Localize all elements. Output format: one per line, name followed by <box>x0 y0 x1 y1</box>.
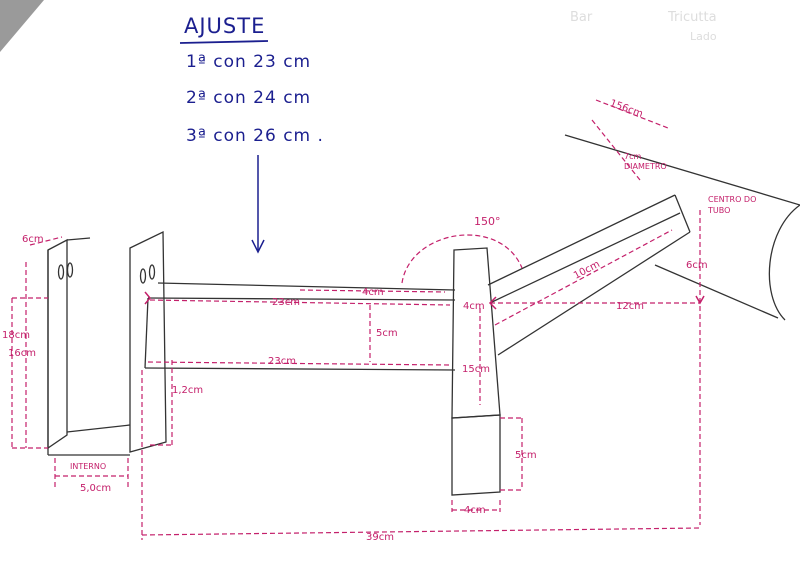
note-line-3: 3ª con 26 cm . <box>186 126 324 146</box>
dim-horizontal-to-tube: 12cm <box>616 301 644 312</box>
dim-tube-diameter: 7cm DIAMETRO <box>624 152 667 171</box>
dim-tube-offset: 6cm <box>686 260 708 271</box>
horizontal-bar <box>144 282 456 371</box>
dim-bar-length-top: 23cm <box>272 297 300 308</box>
dimension-lines <box>11 99 701 540</box>
vertical-post <box>451 247 501 496</box>
faint-text: Tricutta <box>668 10 717 25</box>
dim-bar-length-bottom: 23cm <box>268 356 296 367</box>
dim-bar-height: 5cm <box>376 328 398 339</box>
arrow-head <box>488 296 497 310</box>
note-line-2: 2ª con 24 cm <box>186 88 312 108</box>
dim-height-outer: 18cm <box>2 330 30 341</box>
bracket-left-plate <box>47 238 68 450</box>
title-underline <box>179 40 269 44</box>
diagonal-arm <box>487 194 691 356</box>
dim-foot-width: 4cm <box>464 505 486 516</box>
dim-plate-width: 6cm <box>22 234 44 245</box>
arrow-head <box>144 291 151 305</box>
tube <box>564 134 800 321</box>
note-arrow <box>251 155 265 254</box>
bracket-right-plate <box>129 230 167 453</box>
dimension-arrows <box>144 291 705 310</box>
arrow-head <box>695 295 705 305</box>
post-body <box>451 247 501 419</box>
dim-gap-top: 4cm <box>362 287 384 298</box>
notes-title: AJUSTE <box>184 14 266 38</box>
bolt-hole <box>148 264 156 280</box>
dim-tube-center: CENTRO DO TUBO <box>708 195 757 215</box>
faint-text: Bar <box>570 10 593 25</box>
faint-text: Lado <box>690 30 717 43</box>
note-line-1: 1ª con 23 cm <box>186 52 312 72</box>
dim-internal-width: 5,0cm <box>80 483 112 494</box>
bolt-hole <box>139 268 147 284</box>
dim-height-inner: 16cm <box>8 348 36 359</box>
dim-foot-height: 5cm <box>515 450 537 461</box>
dim-post-height: 15cm <box>462 364 490 375</box>
dim-angle: 150° <box>474 215 501 228</box>
scan-corner-shadow <box>0 0 44 52</box>
dim-internal-label: INTERNO <box>70 462 107 471</box>
u-bracket <box>47 230 167 456</box>
dim-small-offset: 1,2cm <box>172 385 204 396</box>
dim-total-length: 39cm <box>366 532 394 543</box>
dim-post-width: 4cm <box>463 301 485 312</box>
bolt-hole <box>66 262 74 278</box>
bolt-hole <box>57 264 65 280</box>
post-foot <box>451 414 501 496</box>
